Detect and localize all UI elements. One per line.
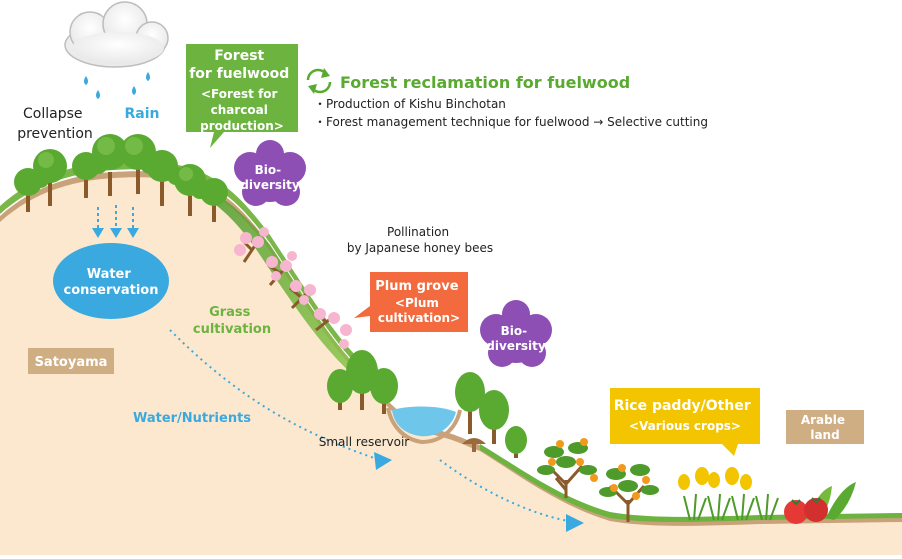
forest-fuelwood-text: Forest for fuelwood <Forest for charcoal… [189,45,295,133]
forest-fuelwood-callout [186,44,298,148]
plum-grove-label: Plum grove <Plum cultivation> [375,279,462,325]
vegetables [784,482,856,524]
reservoir-trees [327,350,527,458]
biodiversity-bubble-2 [480,300,552,367]
rice-paddy-label: Rice paddy/Other <Various crops> [614,395,757,433]
forest-trees [14,134,228,222]
nutrient-flow-arrowhead-1 [374,452,392,470]
cloud-icon [64,1,169,68]
biodiversity-label-2: Bio- diversity [486,324,546,353]
arable-land-box [786,410,864,444]
satoyama-label: Satoyama [35,355,108,370]
reservoir-pond [392,406,456,437]
water-conservation-label: Water conservation [64,267,159,298]
reclamation-item-2: ・Forest management technique for fuelwoo… [314,115,708,129]
nutrient-flow-upper [169,329,381,461]
fruit-trees [537,438,659,522]
biodiversity-label-1: Bio- diversity [240,163,300,192]
arable-land-label: Arable land [801,413,849,442]
biodiversity-bubble-1 [234,140,306,206]
nutrient-flow-lower [439,459,575,523]
rice-paddy-callout [610,388,760,456]
water-conservation-ellipse [53,243,169,319]
hill-ground [0,171,902,555]
reclamation-item-1: ・Production of Kishu Binchotan [314,97,506,111]
raindrop-icons [84,72,150,99]
rice-plants [678,467,779,521]
pollination-label: Pollination by Japanese honey bees [347,225,493,255]
plum-grove-callout [354,272,468,332]
reservoir-rim [386,407,462,445]
grass-cultivation-label: Grass cultivation [193,305,271,337]
infiltration-arrows [92,205,139,238]
farmland-grass [480,444,902,522]
water-nutrients-label: Water/Nutrients [133,411,251,426]
plum-trees [234,227,352,349]
recycle-icon [306,68,332,94]
nutrient-flow-arrowhead-2 [566,514,584,532]
reclamation-title: Forest reclamation for fuelwood [340,73,630,92]
small-reservoir-label: Small reservoir [319,435,410,449]
rain-label: Rain [125,106,160,122]
satoyama-box [28,348,114,374]
collapse-prevention-label: Collapse prevention [17,106,93,142]
